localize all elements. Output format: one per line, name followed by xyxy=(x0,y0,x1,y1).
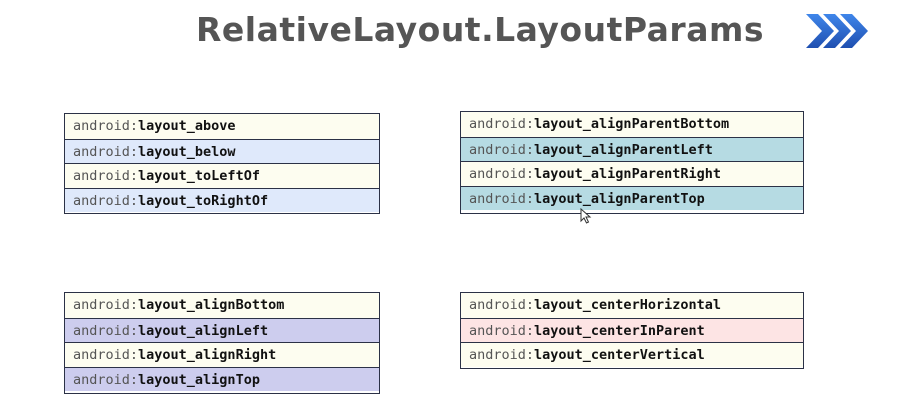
attr-name: layout_alignParentLeft xyxy=(534,141,713,158)
attr-name: layout_alignRight xyxy=(138,347,277,363)
attr-name: layout_alignBottom xyxy=(138,297,285,313)
attr-prefix: android: xyxy=(469,322,535,339)
attr-name: layout_centerVertical xyxy=(534,347,705,363)
attr-name: layout_alignParentBottom xyxy=(534,116,730,132)
attr-name: layout_alignTop xyxy=(138,371,260,388)
table-row: android:layout_centerVertical xyxy=(461,342,803,367)
attr-prefix: android: xyxy=(73,192,139,209)
attr-prefix: android: xyxy=(73,322,139,339)
table-row: android:layout_toRightOf xyxy=(65,187,379,212)
table-row: android:layout_alignLeft xyxy=(65,317,379,342)
attr-prefix: android: xyxy=(469,166,535,182)
table-row: android:layout_alignParentBottom xyxy=(461,112,803,137)
attr-prefix: android: xyxy=(73,168,139,184)
attr-name: layout_centerInParent xyxy=(534,322,705,339)
attr-prefix: android: xyxy=(73,297,139,313)
attr-prefix: android: xyxy=(469,190,535,207)
attr-prefix: android: xyxy=(73,347,139,363)
page-title: RelativeLayout.LayoutParams xyxy=(196,10,764,49)
attr-name: layout_alignParentRight xyxy=(534,166,721,182)
table-row: android:layout_alignParentLeft xyxy=(461,136,803,161)
attr-prefix: android: xyxy=(469,116,535,132)
table-row: android:layout_alignTop xyxy=(65,366,379,391)
table-row: android:layout_alignParentRight xyxy=(461,161,803,186)
attr-name: layout_toLeftOf xyxy=(138,168,260,184)
table-row: android:layout_toLeftOf xyxy=(65,163,379,188)
chevron-right-icon xyxy=(806,14,868,48)
attr-prefix: android: xyxy=(73,371,139,388)
attr-name: layout_toRightOf xyxy=(138,192,269,209)
mouse-cursor-icon xyxy=(580,208,592,224)
table-row: android:layout_centerHorizontal xyxy=(461,293,803,318)
attr-prefix: android: xyxy=(469,347,535,363)
attr-name: layout_alignParentTop xyxy=(534,190,705,207)
table-row: android:layout_alignRight xyxy=(65,342,379,367)
attr-name: layout_centerHorizontal xyxy=(534,297,721,313)
attr-prefix: android: xyxy=(73,143,139,160)
attr-name: layout_below xyxy=(138,143,236,160)
attr-name: layout_above xyxy=(138,118,236,134)
table-row: android:layout_below xyxy=(65,138,379,163)
attr-prefix: android: xyxy=(469,141,535,158)
table-row: android:layout_centerInParent xyxy=(461,317,803,342)
table-row: android:layout_alignBottom xyxy=(65,293,379,318)
attr-name: layout_alignLeft xyxy=(138,322,269,339)
attr-prefix: android: xyxy=(469,297,535,313)
table-row: android:layout_alignParentTop xyxy=(461,185,803,210)
table-row: android:layout_above xyxy=(65,114,379,139)
attr-prefix: android: xyxy=(73,118,139,134)
